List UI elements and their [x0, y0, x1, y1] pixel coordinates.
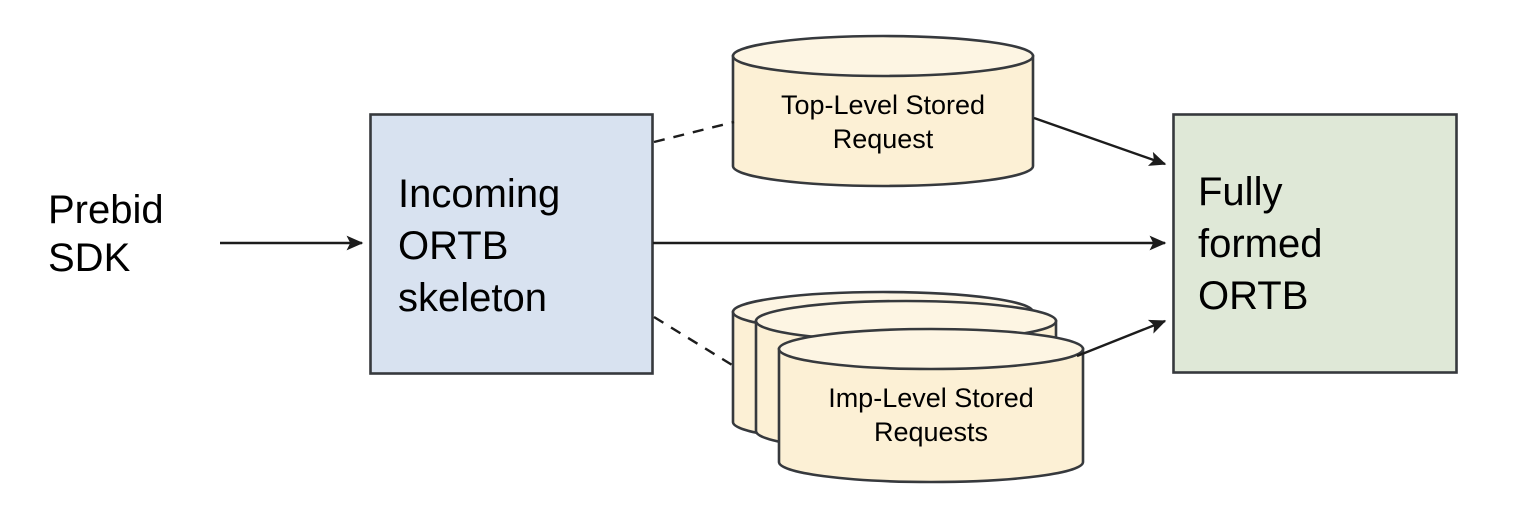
- edge-incoming-to-top-level: [653, 120, 735, 144]
- node-fully-formed-ortb[interactable]: [1172, 113, 1458, 374]
- node-imp-level-stored-requests[interactable]: [731, 290, 1085, 484]
- node-top-level-stored-request[interactable]: [731, 34, 1035, 188]
- fully-formed-ortb-box-shape: [1172, 113, 1458, 374]
- incoming-ortb-box-shape: [369, 113, 654, 375]
- edge-imp-level-to-fully-formed: [1076, 319, 1167, 358]
- top-level-cylinder-top: [731, 34, 1035, 78]
- edge-top-level-to-fully-formed: [1033, 116, 1167, 166]
- imp-level-cylinder-front: [777, 327, 1085, 484]
- edge-incoming-to-imp-level: [653, 315, 738, 370]
- node-incoming-ortb-skeleton[interactable]: [369, 113, 654, 375]
- top-level-cylinder-body: [731, 54, 1035, 188]
